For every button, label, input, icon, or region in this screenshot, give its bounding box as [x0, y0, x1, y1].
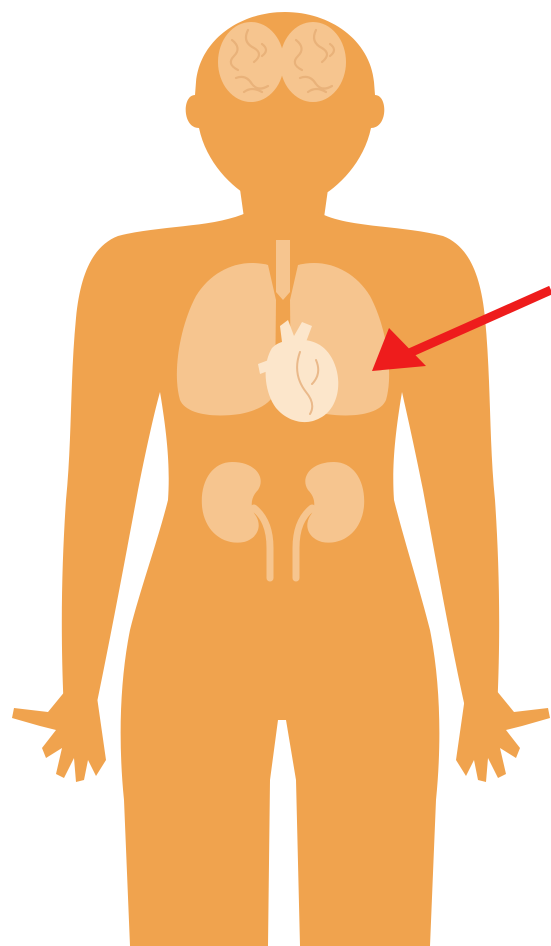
trachea [276, 240, 290, 300]
